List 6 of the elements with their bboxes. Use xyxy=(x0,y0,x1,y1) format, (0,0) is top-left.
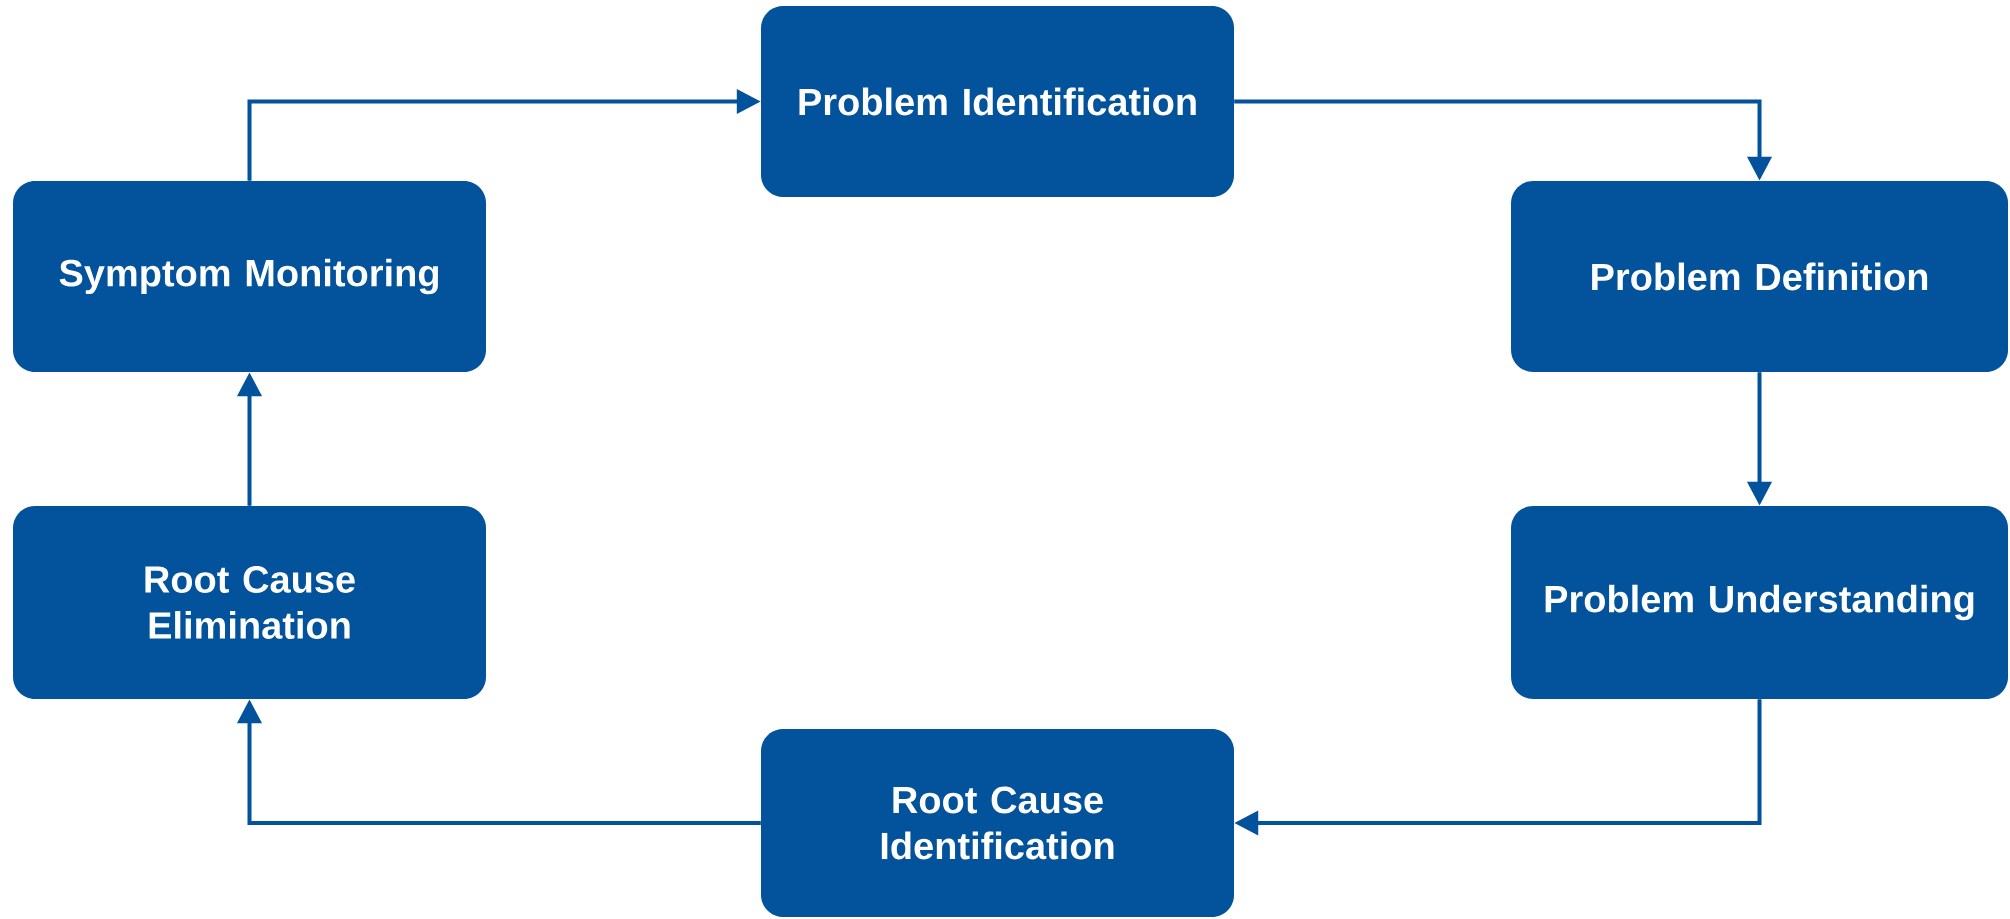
process-box: Problem Understanding xyxy=(1511,506,2008,699)
process-box: Problem Definition xyxy=(1511,181,2008,372)
process-box: Root Cause Identification xyxy=(761,729,1234,917)
process-box: Symptom Monitoring xyxy=(13,181,486,372)
process-box: Root Cause Elimination xyxy=(13,506,486,699)
process-box: Problem Identification xyxy=(761,6,1234,197)
